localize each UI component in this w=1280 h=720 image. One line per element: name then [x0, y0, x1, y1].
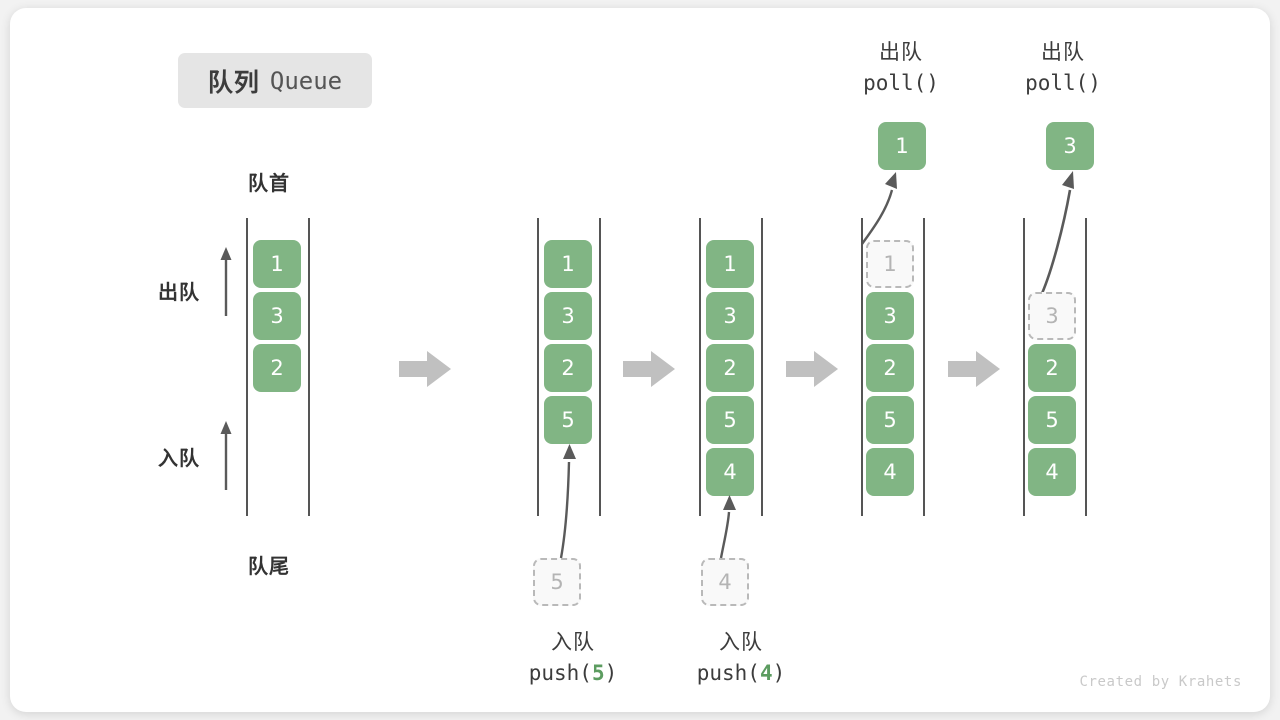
queue-ghost-item: 5	[533, 558, 581, 606]
queue-rail-right-1	[308, 218, 310, 516]
push-motion-arrow-icon	[719, 495, 736, 559]
queue-item: 5	[706, 396, 754, 444]
queue-item: 2	[866, 344, 914, 392]
queue-front-label: 队首	[248, 173, 290, 195]
queue-rail-left-4	[861, 218, 863, 516]
queue-item: 3	[544, 292, 592, 340]
queue-rail-right-5	[1085, 218, 1087, 516]
queue-item: 4	[1028, 448, 1076, 496]
queue-rail-right-2	[599, 218, 601, 516]
title-cn: 队列	[207, 68, 260, 97]
poll-1-caption-code: poll()	[863, 71, 939, 96]
title-en: Queue	[269, 66, 343, 95]
poll-motion-arrow-icon	[1038, 171, 1074, 299]
queue-item: 5	[866, 396, 914, 444]
popped-item: 3	[1046, 122, 1094, 170]
queue-rail-left-1	[246, 218, 248, 516]
queue-rail-right-3	[761, 218, 763, 516]
queue-item: 3	[253, 292, 301, 340]
queue-item: 2	[544, 344, 592, 392]
step-arrow-right-icon	[623, 351, 675, 387]
queue-item: 3	[866, 292, 914, 340]
dequeue-up-arrow-icon	[220, 247, 232, 316]
popped-item: 1	[878, 122, 926, 170]
queue-rear-label: 队尾	[248, 556, 290, 578]
push-5-caption-code: push(5)	[528, 661, 618, 686]
dequeue-direction-label: 出队	[158, 282, 200, 304]
poll-3-caption: 出队 poll()	[1008, 38, 1118, 99]
push-5-caption-cn: 入队	[551, 631, 595, 654]
push-4-caption-cn: 入队	[719, 631, 763, 654]
poll-motion-arrow-icon	[861, 172, 897, 245]
enqueue-up-arrow-icon	[220, 421, 232, 490]
queue-rail-left-3	[699, 218, 701, 516]
queue-item: 2	[1028, 344, 1076, 392]
poll-3-caption-code: poll()	[1025, 71, 1101, 96]
diagram-title-badge: 队列 Queue	[178, 53, 372, 108]
push-4-caption: 入队 push(4)	[686, 628, 796, 689]
poll-1-caption: 出队 poll()	[846, 38, 956, 99]
queue-rail-left-2	[537, 218, 539, 516]
diagram-card: 队列 Queue 队首 队尾 出队 入队 1 3 2 1 3 2 5 5 入队 …	[10, 8, 1270, 712]
queue-item: 2	[253, 344, 301, 392]
enqueue-direction-label: 入队	[158, 448, 200, 470]
queue-ghost-item: 1	[866, 240, 914, 288]
queue-item: 1	[544, 240, 592, 288]
queue-rail-right-4	[923, 218, 925, 516]
queue-item-new: 5	[544, 396, 592, 444]
poll-1-caption-cn: 出队	[879, 41, 923, 64]
step-arrow-right-icon	[786, 351, 838, 387]
queue-rail-left-5	[1023, 218, 1025, 516]
queue-ghost-item: 3	[1028, 292, 1076, 340]
push-motion-arrow-icon	[559, 444, 576, 559]
step-arrow-right-icon	[948, 351, 1000, 387]
push-5-caption: 入队 push(5)	[518, 628, 628, 689]
step-arrow-right-icon	[399, 351, 451, 387]
queue-item: 1	[253, 240, 301, 288]
queue-item: 5	[1028, 396, 1076, 444]
queue-ghost-item: 4	[701, 558, 749, 606]
queue-item: 4	[866, 448, 914, 496]
push-4-caption-code: push(4)	[696, 661, 786, 686]
queue-item-new: 4	[706, 448, 754, 496]
queue-item: 2	[706, 344, 754, 392]
poll-3-caption-cn: 出队	[1041, 41, 1085, 64]
queue-item: 3	[706, 292, 754, 340]
queue-item: 1	[706, 240, 754, 288]
watermark-credit: Created by Krahets	[1079, 674, 1242, 690]
